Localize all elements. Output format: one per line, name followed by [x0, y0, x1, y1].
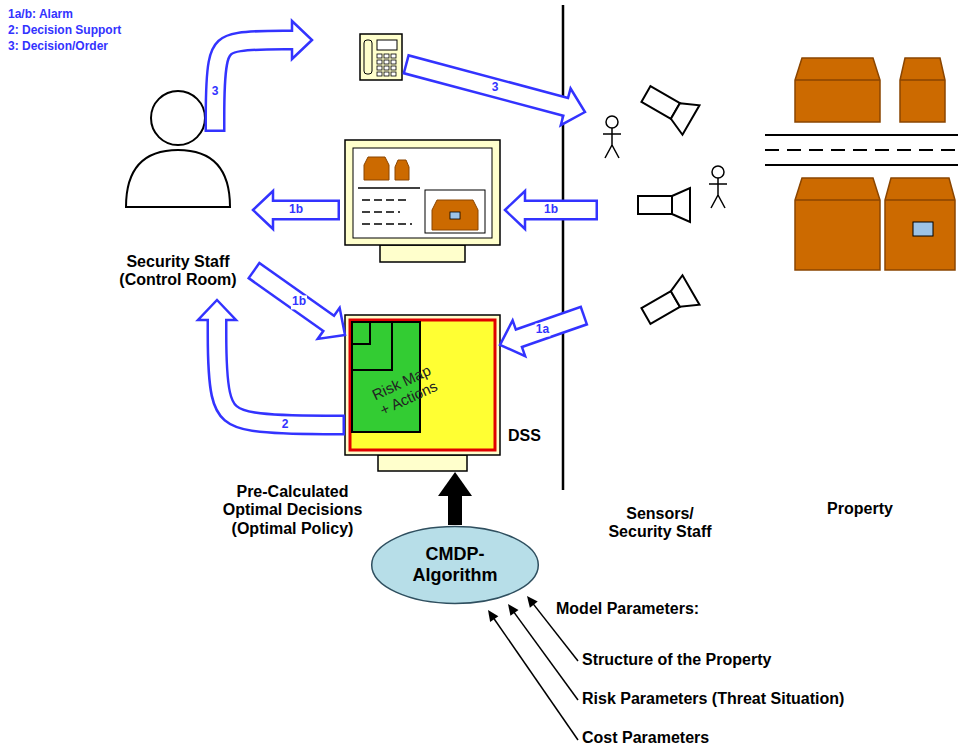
flow-arrow	[198, 300, 345, 425]
arrow-fill	[270, 202, 338, 218]
arrow-number: 3	[491, 81, 500, 94]
algorithm-label: CMDP- Algorithm	[395, 544, 515, 585]
video-monitor	[345, 140, 500, 262]
arrow-shaft	[448, 495, 462, 525]
camera-icon	[637, 79, 699, 134]
sensors-label: Sensors/ Security Staff	[600, 505, 720, 542]
parameter-item: Cost Parameters	[582, 729, 709, 747]
camera-icon	[637, 275, 699, 330]
policy-arrow	[438, 472, 472, 525]
flow-arrow	[253, 270, 345, 339]
arrow-fill	[215, 40, 295, 130]
dss-monitor-graphic	[345, 315, 500, 471]
legend-text: 1a/b: Alarm	[8, 8, 73, 22]
dss-monitor: Risk Map + ActionsDSS	[345, 315, 500, 472]
arrow-fill	[255, 271, 331, 325]
actor-node: Security Staff (Control Room)	[103, 88, 253, 300]
arrow-number: 2	[281, 418, 290, 431]
order-arrow	[215, 21, 312, 132]
order-arrow	[405, 64, 585, 125]
separator-line	[562, 5, 565, 490]
arrow-shaft	[494, 618, 578, 740]
guard-figure	[709, 166, 727, 208]
arrow-fill	[217, 317, 343, 425]
ellipse-shape	[372, 527, 539, 604]
parameter-item: Risk Parameters (Threat Situation)	[582, 690, 844, 708]
arrow-fill	[407, 65, 568, 108]
property-label: Property	[765, 500, 955, 518]
arrow-head	[438, 472, 472, 496]
legend-text: 3: Decision/Order	[8, 40, 108, 54]
parameter-heading: Model Parameters:	[556, 600, 699, 618]
dss-label: DSS	[508, 427, 541, 445]
edge-caption: Pre-Calculated Optimal Decisions (Optima…	[205, 483, 380, 538]
arrow-head	[508, 604, 519, 616]
alarm-arrow	[253, 191, 340, 229]
parameter-arrow	[488, 610, 578, 740]
arrow-number: 1b	[543, 203, 559, 216]
arrow-shaft	[514, 612, 578, 700]
guard-figure	[603, 116, 621, 158]
flow-arrow	[500, 315, 585, 356]
parameter-arrow	[508, 604, 578, 700]
screen-text: Risk Map + Actions	[365, 359, 445, 421]
arrow-number: 1b	[288, 203, 304, 216]
phone-icon	[360, 34, 402, 80]
arrow-number: 1a	[535, 323, 550, 336]
legend-text: 2: Decision Support	[8, 24, 121, 38]
actor-label: Security Staff (Control Room)	[103, 253, 253, 290]
sensors-node: Sensors/ Security Staff	[585, 80, 735, 546]
alarm-arrow	[505, 191, 598, 229]
arrow-number: 3	[211, 85, 220, 98]
arrow-head	[527, 596, 538, 608]
property-illustration	[765, 58, 958, 270]
arrow-head	[488, 610, 498, 622]
arrow-number: 1b	[291, 296, 307, 309]
parameter-item: Structure of the Property	[582, 651, 771, 669]
layout-arrows	[215, 21, 598, 740]
arrow-fill	[516, 316, 583, 339]
algorithm-ellipse: CMDP- Algorithm	[370, 525, 540, 605]
camera-icon	[638, 188, 690, 222]
property-node: Property	[765, 50, 955, 525]
arrow-fill	[522, 202, 596, 218]
